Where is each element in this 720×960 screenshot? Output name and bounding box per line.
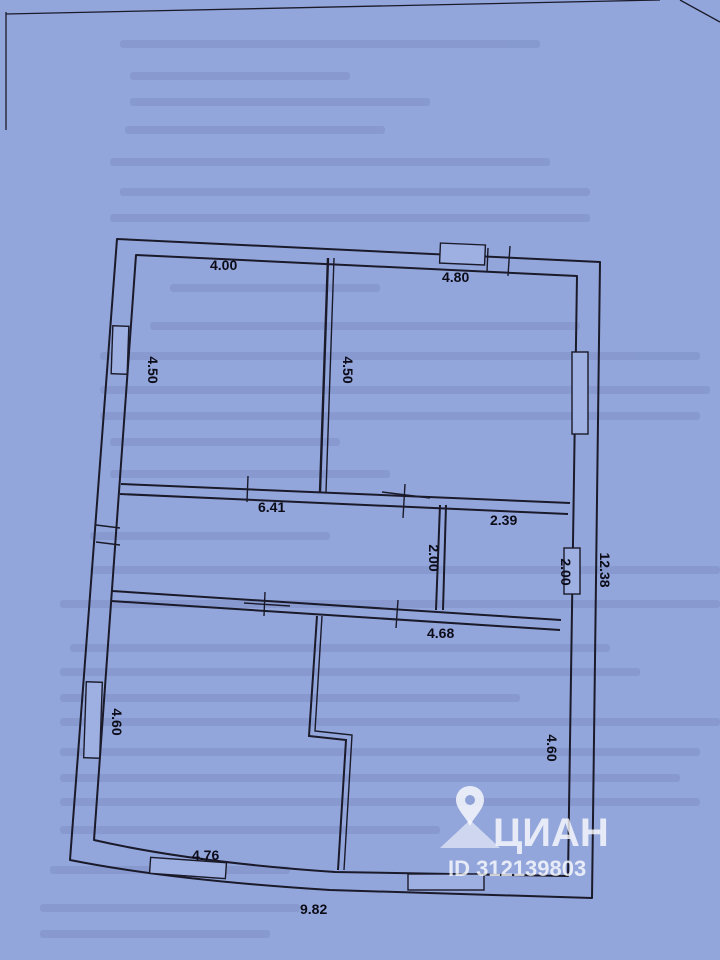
dimension-room4-height: 4.60	[544, 734, 560, 761]
watermark-listing-id: ID 312139803	[448, 856, 586, 881]
page-frame	[5, 0, 720, 130]
dimension-room3-height: 4.60	[109, 708, 125, 735]
dimension-room4-width: 4.68	[427, 625, 454, 641]
dimension-room2-height: 4.50	[340, 356, 356, 383]
watermark-brand: ЦИАН	[493, 811, 609, 855]
cian-watermark: ЦИАН ID 312139803	[440, 786, 609, 881]
dimension-total-width: 9.82	[300, 901, 327, 917]
location-pin-icon	[440, 786, 500, 848]
dimension-corridor-width: 6.41	[258, 499, 285, 515]
dimension-small-room-height: 2.00	[558, 558, 574, 585]
dimension-room2-width: 4.80	[442, 269, 469, 285]
interior-walls	[110, 257, 571, 871]
window-marks	[82, 242, 589, 891]
dimension-room3-width: 4.76	[192, 847, 219, 863]
dimension-corridor-height: 2.00	[426, 544, 442, 571]
dimension-total-height: 12.38	[597, 552, 613, 587]
dimension-room1-width: 4.00	[210, 257, 237, 273]
dimension-small-room-width: 2.39	[490, 512, 517, 528]
dimension-labels: 4.00 4.50 4.80 4.50 6.41 2.00 2.39 2.00 …	[109, 257, 613, 917]
background-text-lines	[40, 40, 720, 938]
outer-walls	[69, 238, 601, 899]
dimension-room1-height: 4.50	[145, 356, 161, 383]
